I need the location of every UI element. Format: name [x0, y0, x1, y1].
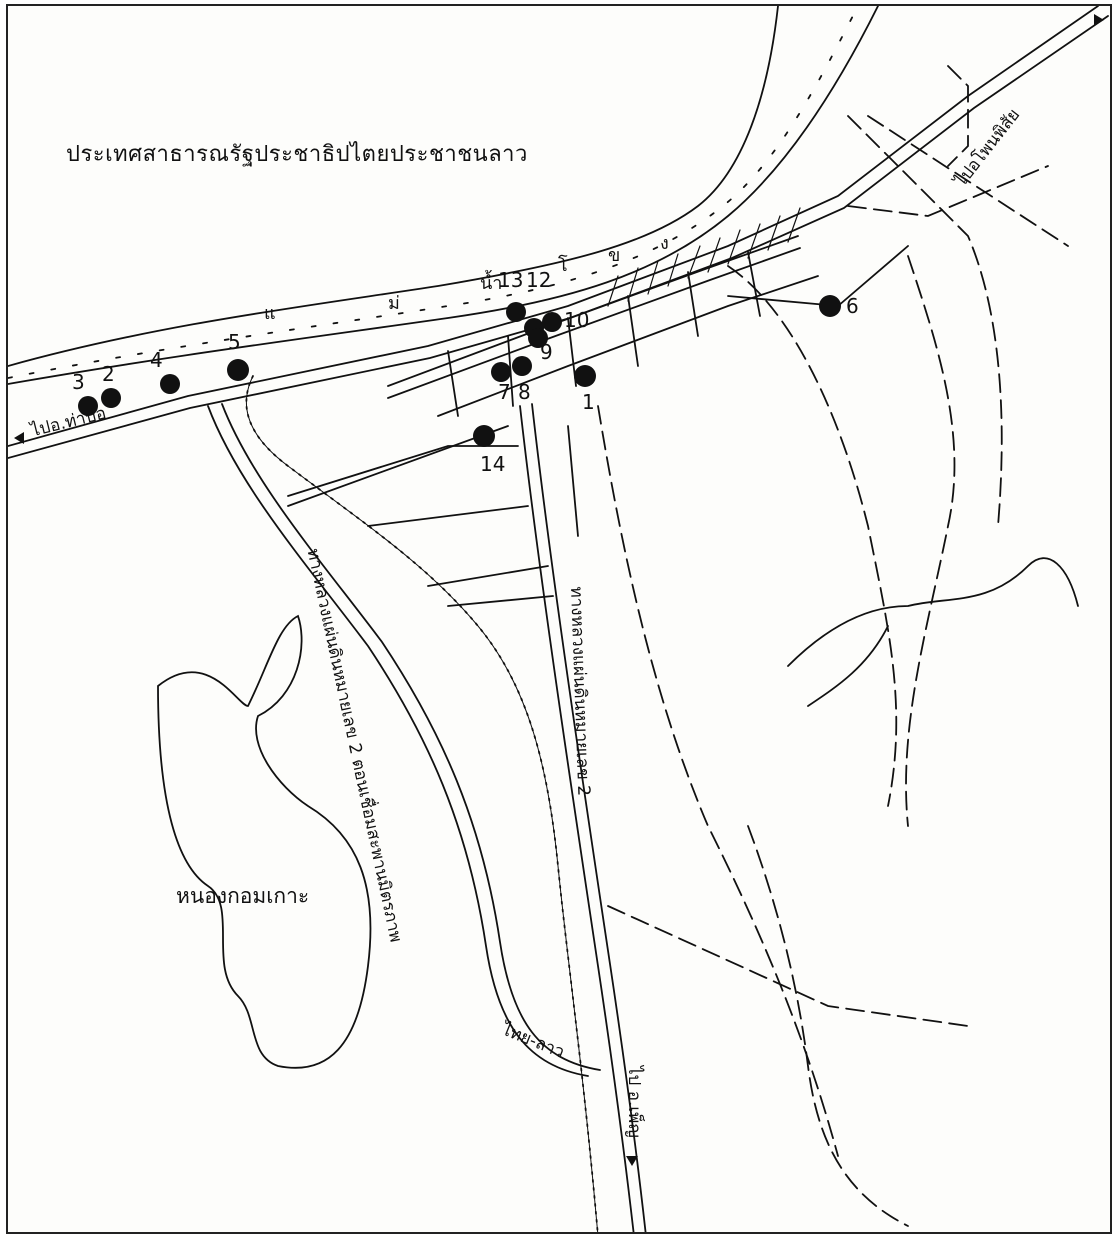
stream-2	[807, 625, 889, 707]
track-3	[905, 255, 956, 827]
site-num-8: 8	[518, 380, 531, 404]
site-num-14: 14	[480, 452, 506, 476]
site-num-4: 4	[150, 348, 163, 372]
track-6	[607, 905, 969, 1027]
site-num-3: 3	[72, 370, 85, 394]
bridge-highway-west-2	[221, 403, 601, 1071]
town-road-9	[747, 251, 761, 317]
river-letter-1: แ	[264, 303, 276, 324]
river-letter-6: ง	[660, 233, 669, 254]
street-c	[367, 505, 529, 527]
site-dot-2	[101, 388, 121, 408]
site-dot-8	[512, 356, 532, 376]
arrow-south	[626, 1156, 638, 1166]
railway-rail	[245, 375, 599, 1232]
street-b	[287, 445, 519, 497]
arrow-west	[14, 432, 24, 444]
label-to-phen: ไป อ.เพ็ญ	[624, 1066, 644, 1138]
map-canvas	[8, 6, 1109, 1232]
site-dot-9	[528, 328, 548, 348]
site-num-9: 9	[540, 340, 553, 364]
site-dot-1	[574, 365, 596, 387]
site-num-10: 10	[564, 308, 590, 332]
site-markers	[78, 295, 841, 447]
built-up-hatch	[607, 207, 801, 307]
stream-1	[787, 557, 1079, 667]
swamp-outline	[157, 614, 372, 1069]
site-num-6: 6	[846, 294, 859, 318]
site-num-13: 13	[498, 268, 524, 292]
swamp-label: หนองกอมเกาะ	[176, 884, 310, 908]
arrow-east	[1094, 14, 1104, 26]
street-f	[567, 425, 579, 537]
street-a	[287, 425, 509, 507]
river-letter-4: โ	[558, 255, 568, 276]
town-road-4	[447, 350, 459, 417]
site-num-2: 2	[102, 362, 115, 386]
site-dot-14	[473, 425, 495, 447]
site-dot-5	[227, 359, 249, 381]
site-dot-3	[78, 396, 98, 416]
site-dot-6	[819, 295, 841, 317]
street-d	[427, 565, 549, 587]
site-num-12: 12	[526, 268, 552, 292]
site-num-7: 7	[498, 380, 511, 404]
site-dot-7	[491, 362, 511, 382]
town-road-7	[627, 295, 639, 367]
track-1	[597, 405, 839, 1157]
boundary-line	[8, 6, 859, 379]
river-letter-3: น้ำ	[480, 273, 503, 294]
site-num-5: 5	[228, 330, 241, 354]
river-letter-2: ม่	[388, 293, 400, 314]
river-bank-north	[8, 6, 779, 367]
river-letter-5: ข	[608, 245, 621, 266]
track-8	[747, 825, 909, 1227]
country-label: ประเทศสาธารณรัฐประชาธิปไตยประชาชนลาว	[66, 142, 528, 167]
site-num-1: 1	[582, 390, 595, 414]
highway-south	[519, 405, 635, 1232]
street-e	[447, 595, 554, 607]
town-road-8	[687, 271, 699, 337]
site-dot-4	[160, 374, 180, 394]
river-bank-south	[8, 6, 879, 385]
railway	[245, 375, 599, 1232]
highway-south-2	[531, 403, 647, 1232]
track-5	[847, 115, 1069, 247]
track-7	[947, 65, 969, 167]
site-dot-10	[542, 312, 562, 332]
main-road-west	[8, 6, 1099, 447]
map-frame: ประเทศสาธารณรัฐประชาธิปไตยประชาชนลาว หนอ…	[6, 4, 1112, 1234]
track-2	[727, 265, 898, 807]
bridge-highway-west	[207, 405, 589, 1077]
town-road-3	[437, 275, 819, 417]
site-dot-13	[506, 302, 526, 322]
